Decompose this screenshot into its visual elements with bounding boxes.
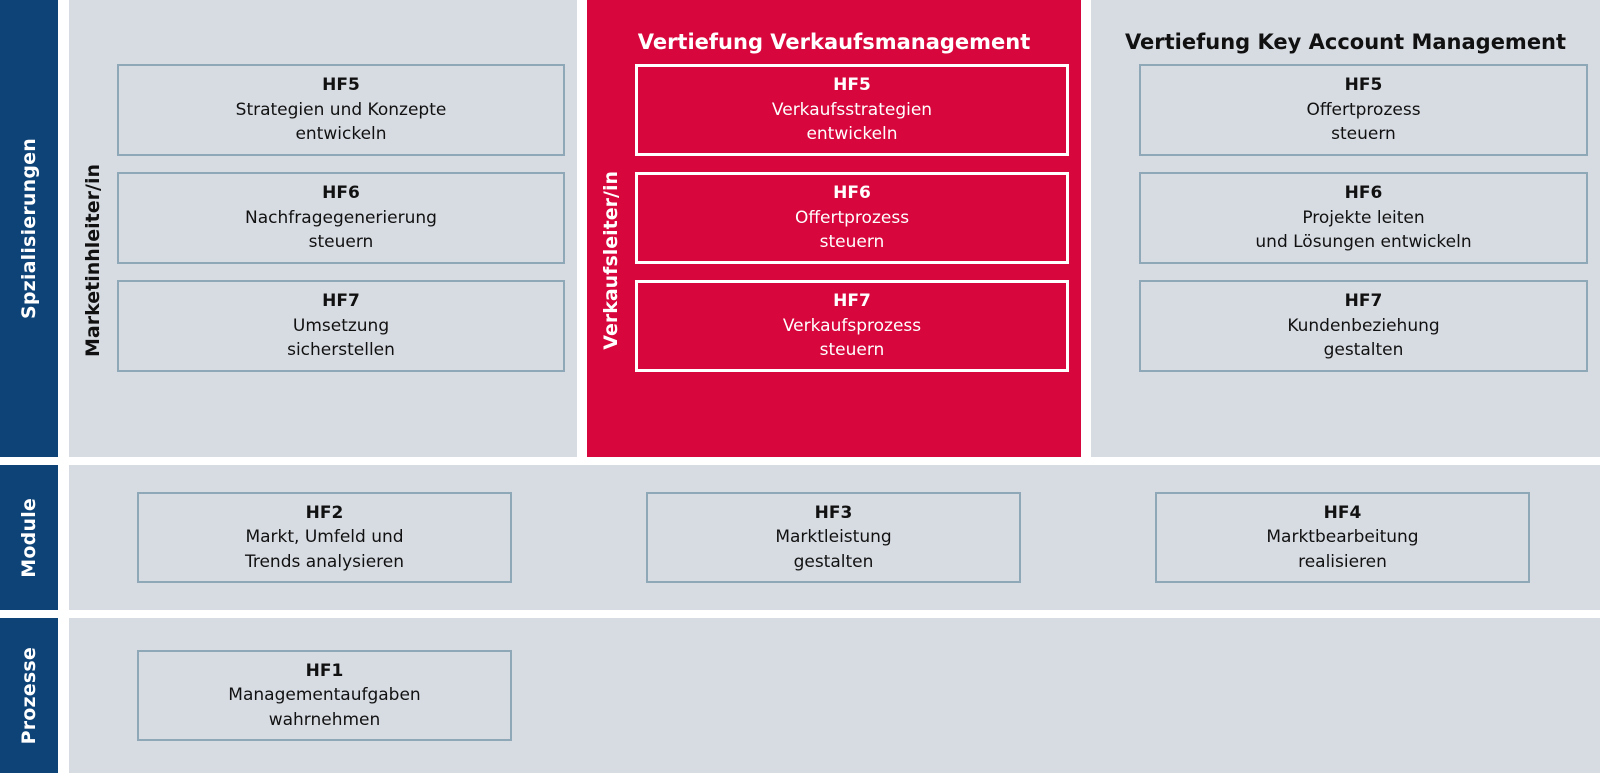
hf-desc: Verkaufsstrategien entwickeln	[771, 99, 933, 145]
hf-desc: Markt, Umfeld und Trends analysieren	[244, 527, 405, 572]
hf-desc: Managementaufgaben wahrnehmen	[228, 685, 421, 730]
hf-box[interactable]: HF1 Managementaufgaben wahrnehmen	[137, 650, 512, 741]
hf-code: HF2	[305, 502, 344, 523]
specialisation-column-marketing: Marketinhleiter/in HF5 Strategien und Ko…	[69, 0, 577, 457]
category-tab-module: Module	[0, 465, 58, 610]
hf-box[interactable]: HF2 Markt, Umfeld und Trends analysieren	[137, 492, 512, 583]
hf-desc: Strategien und Konzepte entwickeln	[235, 99, 447, 145]
hf-code: HF6	[833, 183, 871, 204]
hf-box[interactable]: HF7 Umsetzung sicherstellen	[117, 280, 565, 372]
hf-desc: Verkaufsprozess steuern	[782, 315, 922, 361]
box-stack-verkauf: HF5 Verkaufsstrategien entwickeln HF6 Of…	[635, 64, 1081, 457]
hf-code: HF5	[833, 75, 871, 96]
hf-code: HF7	[1344, 291, 1383, 312]
module-slot: HF3 Marktleistung gestalten	[646, 492, 1021, 583]
hf-desc: Marktleistung gestalten	[775, 527, 892, 572]
category-tab-specialisation: Spzialisierungen	[0, 0, 58, 457]
panel-body-verkauf: Verkaufsleiter/in HF5 Verkaufsstrategien…	[587, 64, 1081, 457]
role-label-verkauf: Verkaufsleiter/in	[587, 64, 635, 457]
hf-box[interactable]: HF7 Kundenbeziehung gestalten	[1139, 280, 1588, 372]
row-gap	[58, 0, 69, 457]
specialisation-column-key-account-management: Vertiefung Key Account Management HF5 Of…	[1091, 0, 1600, 457]
hf-box[interactable]: HF5 Offertprozess steuern	[1139, 64, 1588, 156]
box-stack-marketing: HF5 Strategien und Konzepte entwickeln H…	[117, 64, 577, 457]
hf-box[interactable]: HF6 Nachfragegenerierung steuern	[117, 172, 565, 264]
category-tab-specialisation-label: Spzialisierungen	[18, 137, 40, 320]
hf-desc: Umsetzung sicherstellen	[287, 315, 395, 361]
panel-inner-kam: Vertiefung Key Account Management HF5 Of…	[1091, 0, 1600, 457]
hf-desc: Marktbearbeitung realisieren	[1266, 527, 1419, 572]
hf-code: HF6	[1344, 183, 1383, 204]
column-spacer	[577, 0, 587, 457]
hf-code: HF7	[833, 291, 871, 312]
specialisation-row: Spzialisierungen Marketinhleiter/in HF5	[0, 0, 1600, 457]
hf-code: HF5	[1344, 75, 1383, 96]
row-gap	[58, 618, 69, 773]
hf-box[interactable]: HF5 Verkaufsstrategien entwickeln	[635, 64, 1069, 156]
panel-body-kam: HF5 Offertprozess steuern HF6 Projekte l…	[1091, 64, 1600, 457]
module-boxes: HF2 Markt, Umfeld und Trends analysieren…	[69, 465, 1600, 610]
process-row: Prozesse HF1 Managementaufgaben wahrnehm…	[0, 618, 1600, 773]
panel-inner-marketing: Marketinhleiter/in HF5 Strategien und Ko…	[69, 0, 577, 457]
panel-title-verkauf: Vertiefung Verkaufsmanagement	[637, 30, 1031, 54]
role-label-verkauf-text: Verkaufsleiter/in	[600, 171, 622, 350]
role-label-marketing-text: Marketinhleiter/in	[82, 164, 104, 357]
hf-desc: Projekte leiten und Lösungen entwickeln	[1255, 207, 1472, 253]
hf-box[interactable]: HF7 Verkaufsprozess steuern	[635, 280, 1069, 372]
module-slot: HF4 Marktbearbeitung realisieren	[1155, 492, 1530, 583]
hf-desc: Offertprozess steuern	[1306, 99, 1421, 145]
hf-box[interactable]: HF6 Offertprozess steuern	[635, 172, 1069, 264]
hf-code: HF3	[814, 502, 853, 523]
module-slot: HF2 Markt, Umfeld und Trends analysieren	[137, 492, 512, 583]
hf-code: HF6	[322, 183, 360, 204]
box-stack-kam: HF5 Offertprozess steuern HF6 Projekte l…	[1139, 64, 1600, 457]
process-boxes: HF1 Managementaufgaben wahrnehmen	[69, 618, 1600, 773]
hf-code: HF7	[322, 291, 360, 312]
panel-body-marketing: Marketinhleiter/in HF5 Strategien und Ko…	[69, 64, 577, 457]
hf-box[interactable]: HF3 Marktleistung gestalten	[646, 492, 1021, 583]
panel-inner-verkauf: Vertiefung Verkaufsmanagement Verkaufsle…	[587, 0, 1081, 457]
specialisation-column-verkauf: Vertiefung Verkaufsmanagement Verkaufsle…	[587, 0, 1081, 457]
hf-desc: Kundenbeziehung gestalten	[1287, 315, 1440, 361]
row-gap	[58, 465, 69, 610]
hf-box[interactable]: HF4 Marktbearbeitung realisieren	[1155, 492, 1530, 583]
hf-code: HF5	[322, 75, 360, 96]
role-label-kam	[1091, 64, 1139, 457]
category-tab-process: Prozesse	[0, 618, 58, 773]
hf-box[interactable]: HF6 Projekte leiten und Lösungen entwick…	[1139, 172, 1588, 264]
hf-code: HF4	[1323, 502, 1362, 523]
hf-desc: Nachfragegenerierung steuern	[245, 207, 437, 253]
panel-title-key-account-management: Vertiefung Key Account Management	[1124, 30, 1567, 54]
category-tab-module-label: Module	[18, 497, 40, 578]
hf-code: HF1	[305, 660, 344, 681]
hf-box[interactable]: HF5 Strategien und Konzepte entwickeln	[117, 64, 565, 156]
module-row: Module HF2 Markt, Umfeld und Trends anal…	[0, 465, 1600, 610]
specialisation-columns: Marketinhleiter/in HF5 Strategien und Ko…	[69, 0, 1600, 457]
category-tab-process-label: Prozesse	[18, 646, 40, 745]
role-label-marketing: Marketinhleiter/in	[69, 64, 117, 457]
column-spacer	[1081, 0, 1091, 457]
hf-desc: Offertprozess steuern	[794, 207, 910, 253]
